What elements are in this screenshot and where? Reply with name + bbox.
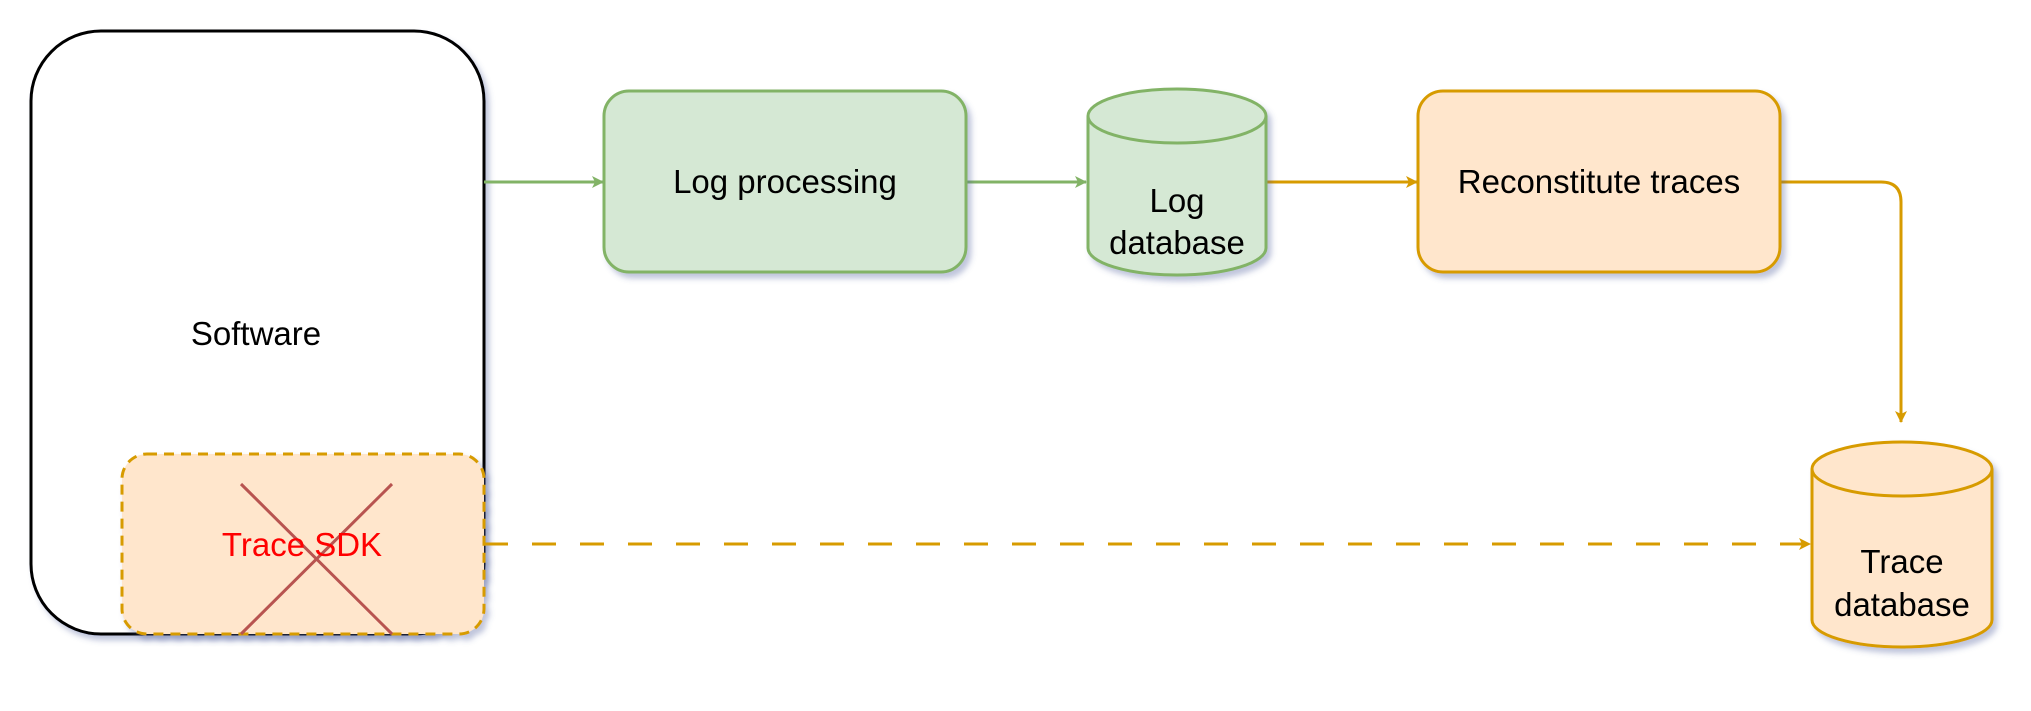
trace-database-label-line2: database	[1834, 586, 1970, 623]
trace-database-top	[1810, 440, 1994, 498]
log-processing-box[interactable]	[602, 89, 968, 274]
trace-database-body[interactable]	[1810, 469, 1994, 649]
trace-database-node[interactable]: Trace database	[1810, 440, 1994, 649]
trace-sdk-label: Trace SDK	[222, 526, 382, 563]
log-database-top	[1086, 87, 1268, 145]
software-label: Software	[191, 315, 321, 352]
log-database-label-line1: Log	[1149, 182, 1204, 219]
trace-database-label-line1: Trace	[1860, 543, 1943, 580]
log-processing-label: Log processing	[673, 163, 897, 200]
cross-line-2	[239, 482, 394, 636]
trace-sdk-node[interactable]: Trace SDK	[120, 452, 486, 636]
log-database-body[interactable]	[1086, 116, 1268, 277]
reconstitute-traces-label: Reconstitute traces	[1458, 163, 1740, 200]
reconstitute-traces-node[interactable]: Reconstitute traces	[1416, 89, 1782, 274]
reconstitute-traces-box[interactable]	[1416, 89, 1782, 274]
log-database-label-line2: database	[1109, 224, 1245, 261]
log-database-node[interactable]: Log database	[1086, 87, 1268, 277]
edge-reconstitute-to-trace-database	[1780, 180, 1907, 423]
log-processing-node[interactable]: Log processing	[602, 89, 968, 274]
